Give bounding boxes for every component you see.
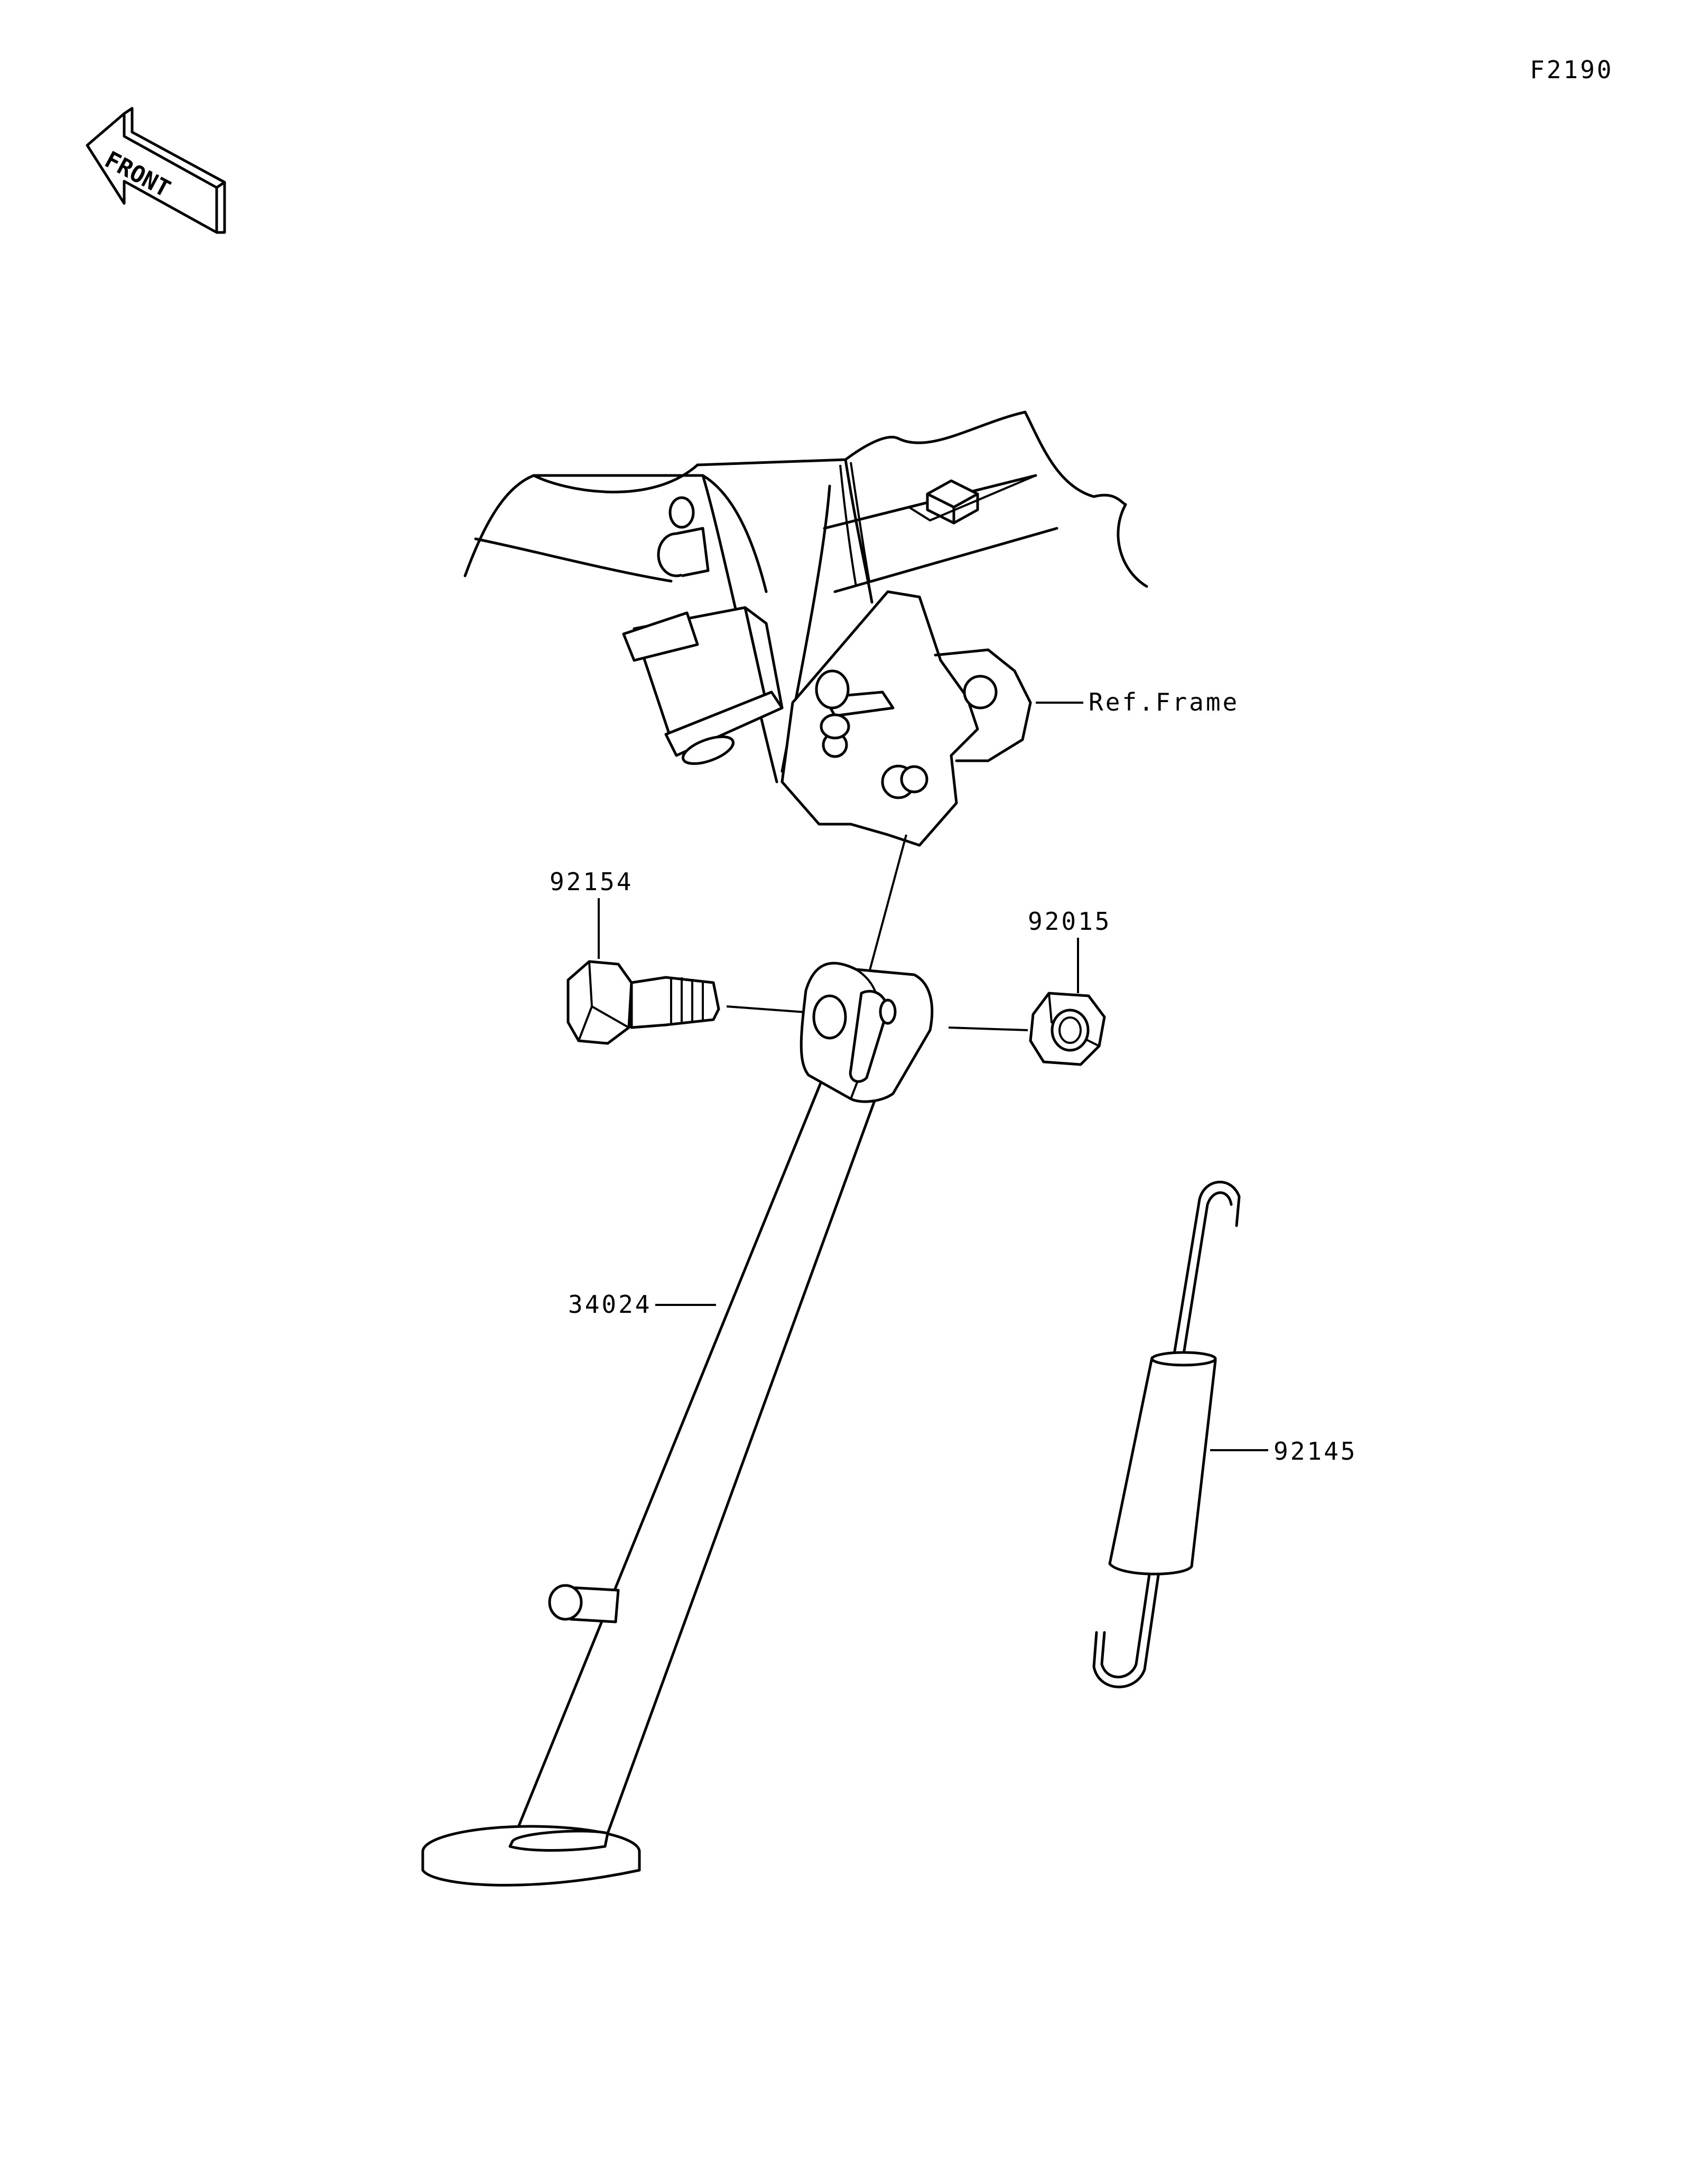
- bracket-to-stand-leader: [868, 834, 907, 973]
- stand-34024: [421, 962, 934, 1887]
- ref-frame-label: Ref.Frame: [1089, 688, 1239, 716]
- part-number-92154: 92154: [550, 867, 633, 896]
- nut-92015: [1029, 992, 1106, 1066]
- part-number-92015: 92015: [1028, 907, 1111, 936]
- figure-code: F2190: [1530, 55, 1613, 84]
- frame-assembly: [463, 410, 1148, 847]
- bolt-92154: [566, 960, 720, 1045]
- front-arrow-icon: FRONT: [86, 107, 226, 234]
- spring-92145: [1092, 1181, 1241, 1688]
- part-number-34024: 34024: [568, 1290, 652, 1319]
- part-number-92145: 92145: [1274, 1437, 1357, 1466]
